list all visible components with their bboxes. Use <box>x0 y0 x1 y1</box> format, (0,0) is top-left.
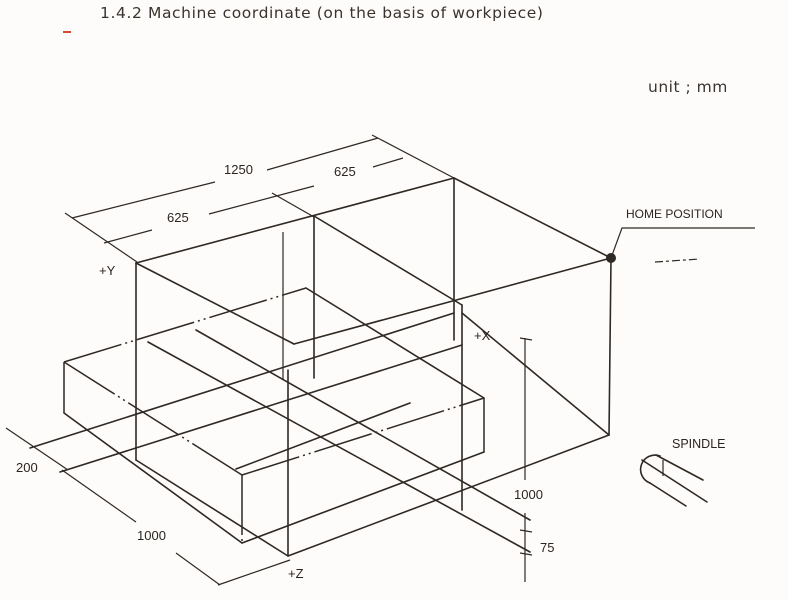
margin-mark <box>63 31 71 33</box>
dimension-lines-top <box>64 134 455 263</box>
dim-625-back-label: 625 <box>334 164 356 179</box>
axis-lines <box>29 312 531 553</box>
axis-y-label: +Y <box>99 263 116 278</box>
dim-625-front-label: 625 <box>167 210 189 225</box>
dim-75-label: 75 <box>540 540 555 555</box>
section-title: 1.4.2 Machine coordinate (on the basis o… <box>100 4 544 22</box>
spindle-label: SPINDLE <box>672 437 726 451</box>
home-position-label: HOME POSITION <box>626 207 723 221</box>
home-position-marker <box>606 227 755 263</box>
dim-1000-depth-label: 1000 <box>137 528 166 543</box>
axis-z-label: +Z <box>288 566 304 581</box>
spindle-icon <box>639 454 708 507</box>
axis-x-label: +X <box>474 328 491 343</box>
unit-label: unit ; mm <box>648 78 728 96</box>
dim-200-label: 200 <box>16 460 38 475</box>
dim-1250-label: 1250 <box>224 162 253 177</box>
workpiece-block <box>63 287 485 544</box>
travel-envelope <box>135 177 612 557</box>
dim-1000-vertical-label: 1000 <box>514 487 543 502</box>
dimension-lines-left <box>5 427 291 586</box>
dimension-lines-right <box>519 337 533 582</box>
